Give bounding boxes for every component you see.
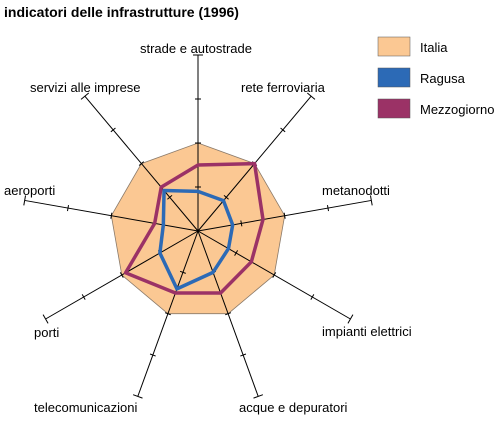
axis-tick-servizi-alle-imprese xyxy=(110,127,116,133)
axis-tick-metanodotti xyxy=(283,212,286,219)
legend-swatch-ragusa xyxy=(377,67,411,88)
axis-tick-telecomunicazioni xyxy=(164,312,171,316)
axis-tick-impianti-elettrici xyxy=(234,250,239,256)
legend: Italia Ragusa Mezzogiorno xyxy=(377,36,494,119)
axis-tick-impianti-elettrici xyxy=(310,294,315,300)
legend-swatch-italia xyxy=(377,36,411,57)
axis-tick-aeroporti xyxy=(110,212,113,219)
axis-tick-acque-e-depuratori xyxy=(225,312,232,316)
axis-tick-aeroporti xyxy=(66,205,70,212)
axis-cap-servizi-alle-imprese xyxy=(80,92,90,100)
axis-tick-acque-e-depuratori xyxy=(240,353,247,357)
axis-cap-aeroporti xyxy=(23,195,27,206)
axis-label-strade: strade e autostrade xyxy=(140,41,252,56)
axis-tick-metanodotti xyxy=(240,220,243,227)
axis-tick-metanodotti xyxy=(326,205,330,212)
axis-cap-rete-ferroviaria xyxy=(306,92,316,100)
axis-label-aeroporti: aeroporti xyxy=(4,183,55,198)
chart-title: indicatori delle infrastrutture (1996) xyxy=(4,4,239,20)
axis-cap-acque-e-depuratori xyxy=(253,394,264,399)
axis-tick-rete-ferroviaria xyxy=(280,127,286,133)
axis-tick-rete-ferroviaria xyxy=(223,194,229,200)
axis-label-metanodotti: metanodotti xyxy=(322,183,390,198)
legend-swatch-mezzogiorno xyxy=(377,98,411,119)
axis-tick-telecomunicazioni xyxy=(179,270,186,274)
axis-cap-telecomunicazioni xyxy=(132,394,143,399)
axis-cap-impianti-elettrici xyxy=(347,314,354,324)
axis-label-ferrovia: rete ferroviaria xyxy=(241,80,326,95)
legend-label-ragusa: Ragusa xyxy=(420,71,466,86)
axis-label-porti: porti xyxy=(34,325,59,340)
axis-cap-porti xyxy=(42,314,49,324)
axis-tick-telecomunicazioni xyxy=(149,353,156,357)
legend-label-italia: Italia xyxy=(420,40,448,55)
axis-tick-porti xyxy=(119,272,124,278)
axis-tick-servizi-alle-imprese xyxy=(138,161,145,166)
axis-label-elettrici: impianti elettrici xyxy=(322,324,412,339)
axis-labels: strade e autostrade rete ferroviaria met… xyxy=(4,41,412,415)
axis-tick-servizi-alle-imprese xyxy=(167,194,173,200)
series-ragusa-line xyxy=(158,188,235,291)
legend-label-mezzogiorno: Mezzogiorno xyxy=(420,102,494,117)
series-mezzogiorno-line xyxy=(123,161,265,295)
axis-tick-porti xyxy=(81,294,86,300)
plot-area xyxy=(23,54,373,399)
axis-label-telecom: telecomunicazioni xyxy=(34,400,137,415)
axis-cap-metanodotti xyxy=(369,195,373,206)
axis-tick-impianti-elettrici xyxy=(272,272,277,278)
axis-label-acque: acque e depuratori xyxy=(239,400,348,415)
axis-label-servizi: servizi alle imprese xyxy=(30,80,141,95)
